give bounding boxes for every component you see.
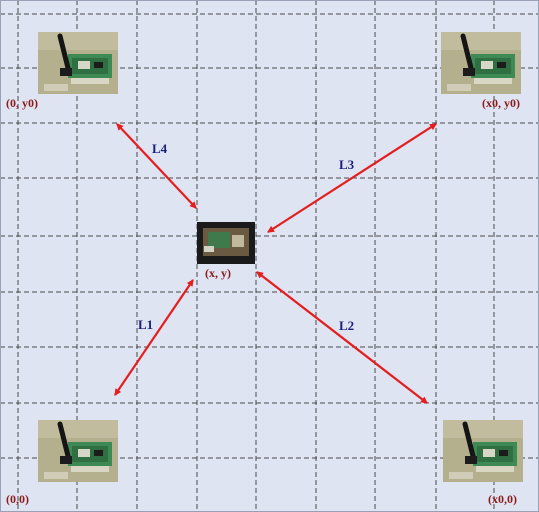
anchor-node-top-left-image — [38, 32, 118, 94]
target-node-image — [197, 222, 255, 264]
distance-label-l4: L4 — [152, 141, 168, 156]
target-label: (x, y) — [205, 266, 231, 280]
arrow-l4 — [116, 123, 197, 209]
arrow-l2 — [256, 271, 428, 404]
anchor-label-top-right: (x0, y0) — [482, 96, 520, 110]
anchor-label-bottom-right: (x0,0) — [488, 492, 517, 506]
anchor-label-top-left: (0, y0) — [6, 96, 38, 110]
distance-label-l1: L1 — [138, 317, 153, 332]
distance-label-l2: L2 — [339, 318, 354, 333]
distance-label-l3: L3 — [339, 157, 355, 172]
anchor-node-bottom-right-image — [443, 420, 523, 482]
anchor-node-bottom-left-image — [38, 420, 118, 482]
distance-arrows — [114, 123, 437, 404]
arrow-l3 — [267, 123, 437, 233]
anchor-label-bottom-left: (0,0) — [6, 492, 29, 506]
arrow-l1 — [114, 279, 194, 396]
anchor-node-top-right-image — [441, 32, 521, 94]
